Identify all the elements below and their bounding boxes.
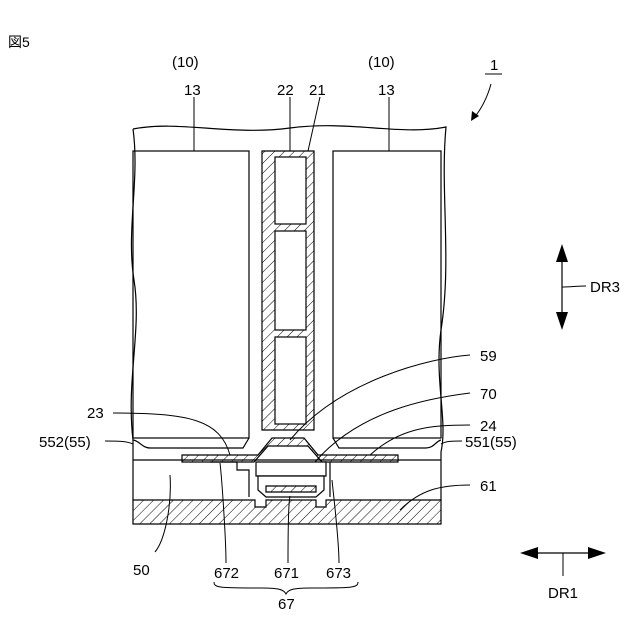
label-ref-10-left: (10) (172, 54, 199, 71)
label-ref-13-right: 13 (378, 82, 395, 99)
label-ref-70: 70 (480, 386, 497, 403)
brace-67 (214, 582, 358, 594)
compartment-22-a (275, 157, 306, 224)
label-ref-23: 23 (87, 405, 104, 422)
label-ref-24: 24 (480, 418, 497, 435)
label-dr3: DR3 (590, 279, 620, 296)
label-ref-22: 22 (277, 82, 294, 99)
cover-plate-59 (182, 438, 398, 462)
label-ref-551: 551(55) (465, 434, 517, 451)
label-ref-21: 21 (309, 82, 326, 99)
dr3-arrow (556, 244, 586, 330)
compartment-22-c (275, 337, 306, 424)
compartment-22-b (275, 231, 306, 330)
left-cell-13 (133, 151, 249, 438)
valve-body-70 (256, 462, 326, 476)
label-ref-552: 552(55) (39, 434, 91, 451)
label-ref-1: 1 (490, 57, 498, 74)
bottom-plate-61 (133, 500, 441, 524)
label-ref-59: 59 (480, 348, 497, 365)
label-ref-61: 61 (480, 478, 497, 495)
label-ref-13-left: 13 (184, 82, 201, 99)
dr1-arrow (520, 547, 606, 576)
valve-disc (266, 486, 316, 492)
label-ref-67: 67 (278, 596, 295, 613)
cover-member-672 (210, 462, 249, 497)
label-ref-50: 50 (133, 562, 150, 579)
label-ref-671: 671 (274, 565, 299, 582)
figure-title: 図5 (8, 34, 30, 50)
label-ref-10-right: (10) (368, 54, 395, 71)
right-cell-13 (333, 151, 441, 438)
label-ref-673: 673 (326, 565, 351, 582)
label-ref-672: 672 (214, 565, 239, 582)
label-dr1: DR1 (548, 585, 578, 602)
left-step-552 (133, 438, 249, 448)
right-step-551 (333, 438, 441, 448)
ref-1-arrow (474, 84, 491, 118)
